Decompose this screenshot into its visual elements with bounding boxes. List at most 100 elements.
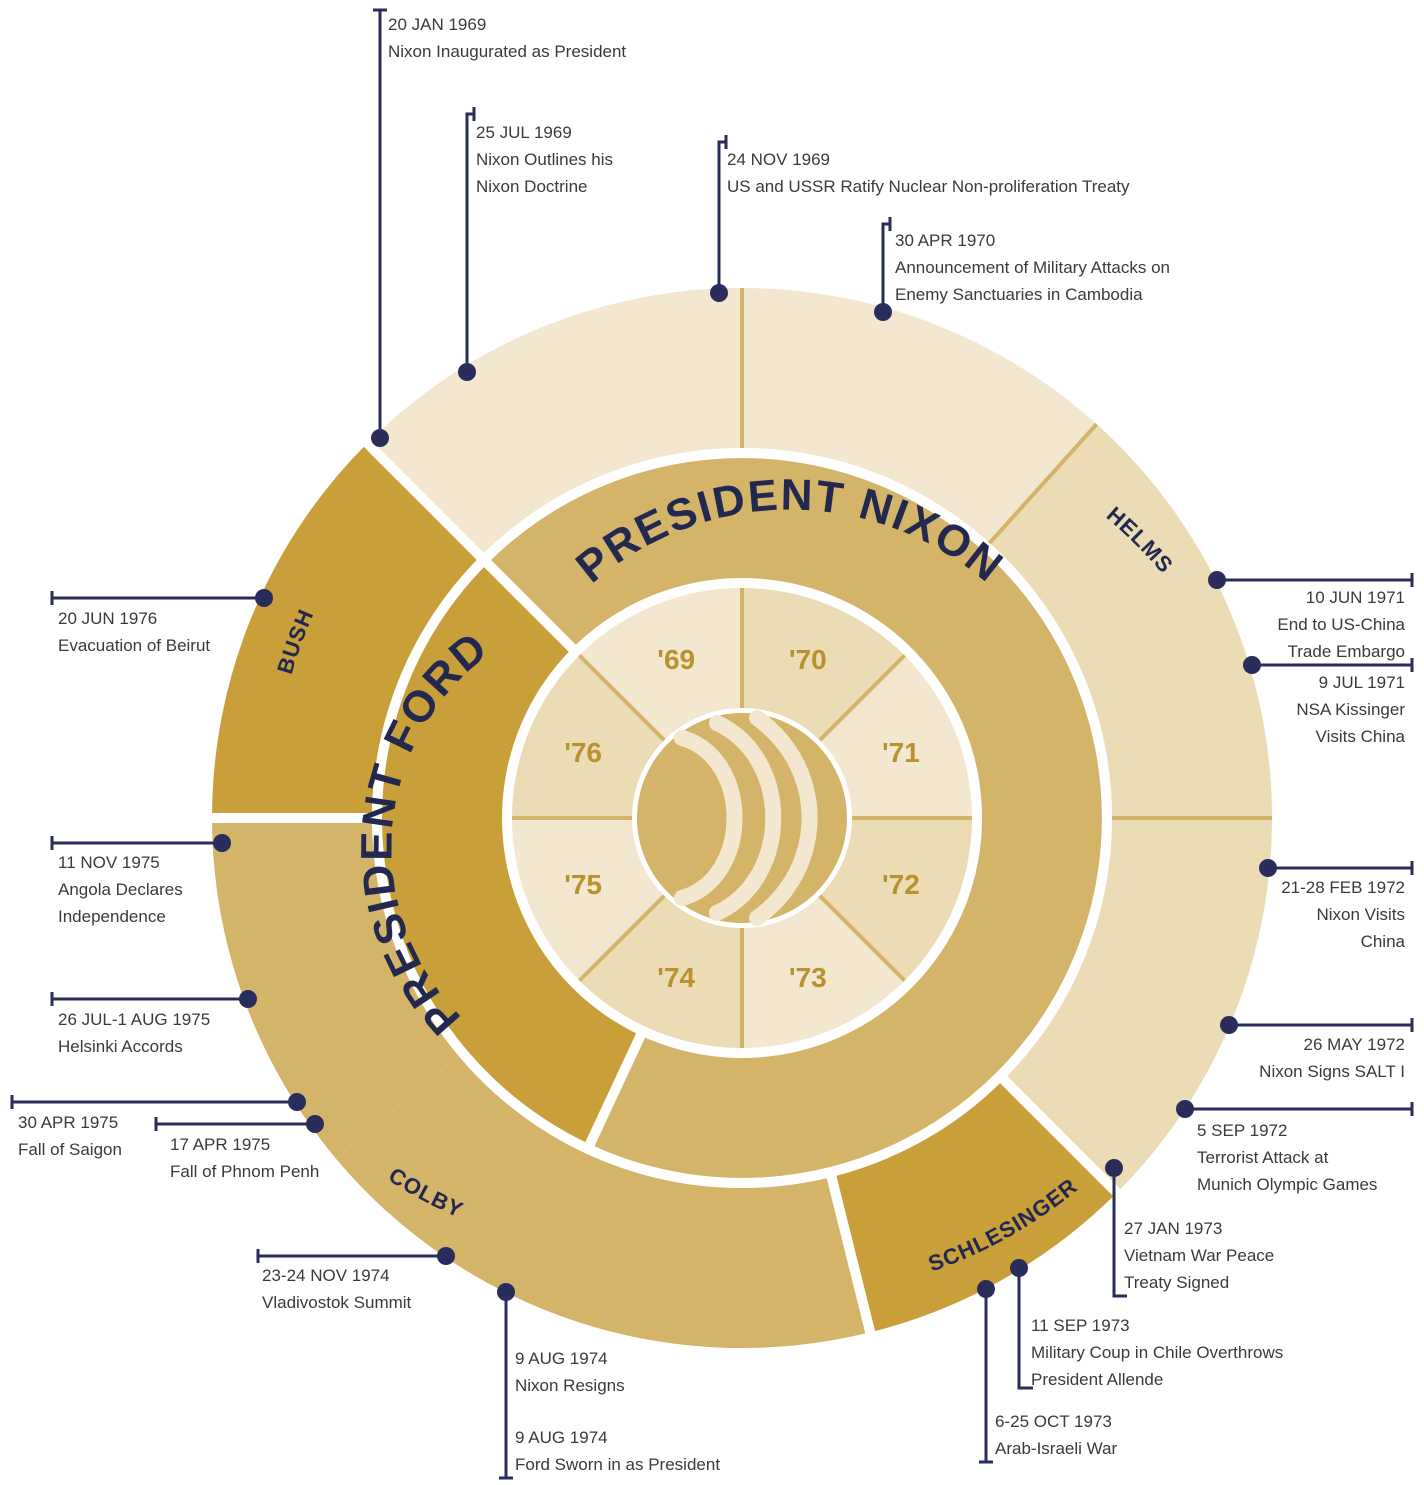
year-divider xyxy=(818,894,907,983)
event-date: 9 JUL 1971 xyxy=(1319,673,1405,692)
event-marker-dot xyxy=(213,834,231,852)
event-description: Fall of Phnom Penh xyxy=(170,1162,319,1181)
year-label: '74 xyxy=(657,962,695,993)
event-description: End to US-China xyxy=(1277,615,1405,634)
year-divider xyxy=(577,653,666,742)
event-date: 6-25 OCT 1973 xyxy=(995,1412,1112,1431)
event-marker-dot xyxy=(1010,1259,1028,1277)
event-description: Helsinki Accords xyxy=(58,1037,183,1056)
event-marker-dot xyxy=(1259,859,1277,877)
outer-segment-helms-mid xyxy=(742,288,1097,543)
emblem-wave xyxy=(674,730,743,906)
year-divider xyxy=(818,653,907,742)
event-date: 17 APR 1975 xyxy=(170,1135,270,1154)
year-segment xyxy=(819,818,972,981)
emblem-wave xyxy=(749,710,818,926)
event-description: Visits China xyxy=(1316,727,1406,746)
event-marker-dot xyxy=(710,284,728,302)
year-segment xyxy=(819,655,972,818)
event-date: 9 AUG 1974 xyxy=(515,1349,608,1368)
event-description: President Allende xyxy=(1031,1370,1163,1389)
event-description: Announcement of Military Attacks on xyxy=(895,258,1170,277)
outer-segment-colby-2 xyxy=(211,818,459,1159)
event-description: US and USSR Ratify Nuclear Non-prolifera… xyxy=(727,177,1130,196)
event-date: 25 JUL 1969 xyxy=(476,123,572,142)
president-divider xyxy=(583,1029,647,1151)
event-leader-line xyxy=(881,222,890,312)
outer-segment-schlesinger xyxy=(831,1079,1117,1333)
event-description: Nixon Doctrine xyxy=(476,177,588,196)
event-marker-dot xyxy=(371,429,389,447)
year-divider xyxy=(577,894,666,983)
emblem-wave xyxy=(709,715,782,921)
event-date: 24 NOV 1969 xyxy=(727,150,830,169)
event-description: Enemy Sanctuaries in Cambodia xyxy=(895,285,1143,304)
year-label: '72 xyxy=(882,869,920,900)
event-description: Munich Olympic Games xyxy=(1197,1175,1377,1194)
event-leader-line xyxy=(1017,1268,1026,1390)
event-description: Independence xyxy=(58,907,166,926)
event-description: Fall of Saigon xyxy=(18,1140,122,1159)
event-description: NSA Kissinger xyxy=(1296,700,1405,719)
year-label: '73 xyxy=(789,962,827,993)
event-description: Nixon Outlines his xyxy=(476,150,613,169)
event-date: 11 SEP 1973 xyxy=(1031,1316,1130,1335)
event-date: 11 NOV 1975 xyxy=(58,853,160,872)
outer-segment-helms-early xyxy=(367,288,742,557)
event-marker-dot xyxy=(1208,571,1226,589)
event-marker-dot xyxy=(437,1247,455,1265)
event-description: Vietnam War Peace xyxy=(1124,1246,1274,1265)
event-callout: 24 NOV 1969 US and USSR Ratify Nuclear No… xyxy=(710,140,1130,302)
event-description: Vladivostok Summit xyxy=(262,1293,412,1312)
event-date: 9 AUG 1974 xyxy=(515,1428,608,1447)
year-segment xyxy=(579,895,742,1048)
event-marker-dot xyxy=(458,363,476,381)
event-description: Nixon Inaugurated as President xyxy=(388,42,626,61)
event-description: Evacuation of Beirut xyxy=(58,636,210,655)
event-description: Ford Sworn in as President xyxy=(515,1455,720,1474)
event-description: China xyxy=(1361,932,1406,951)
ring-divider xyxy=(503,579,981,1057)
event-description: Nixon Resigns xyxy=(515,1376,625,1395)
event-date: 26 JUL-1 AUG 1975 xyxy=(58,1010,210,1029)
event-description: Angola Declares xyxy=(58,880,183,899)
year-label: '69 xyxy=(657,644,695,675)
event-description: Nixon Signs SALT I xyxy=(1259,1062,1405,1081)
year-label: '75 xyxy=(564,869,602,900)
event-marker-dot xyxy=(1105,1159,1123,1177)
event-description: Military Coup in Chile Overthrows xyxy=(1031,1343,1283,1362)
event-marker-dot xyxy=(239,990,257,1008)
event-description: Trade Embargo xyxy=(1288,642,1405,661)
outer-segment-helms-late xyxy=(989,424,1272,818)
event-description: Arab-Israeli War xyxy=(995,1439,1118,1458)
ring-divider xyxy=(372,448,1112,1188)
event-marker-dot xyxy=(497,1283,515,1301)
event-date: 30 APR 1975 xyxy=(18,1113,118,1132)
outer-segment-bush xyxy=(212,443,481,818)
director-divider xyxy=(362,438,486,562)
year-segment xyxy=(579,588,742,741)
event-date: 26 MAY 1972 xyxy=(1304,1035,1405,1054)
director-divider xyxy=(826,1173,876,1336)
event-leader-line xyxy=(465,112,474,372)
event-marker-dot xyxy=(1243,656,1261,674)
year-tick xyxy=(988,422,1099,545)
year-label: '71 xyxy=(882,737,920,768)
event-date: 27 JAN 1973 xyxy=(1124,1219,1222,1238)
outer-segment-colby xyxy=(336,1055,871,1349)
